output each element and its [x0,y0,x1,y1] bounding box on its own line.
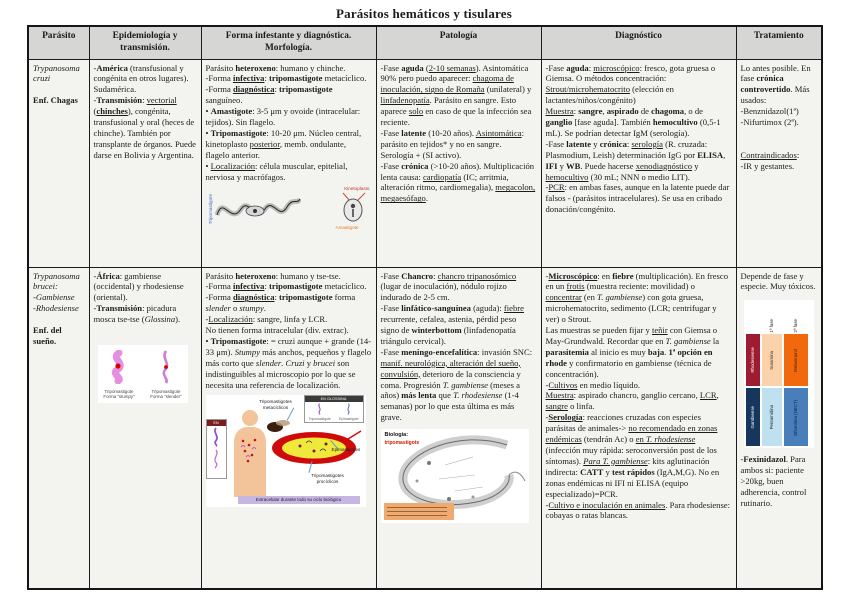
metaciclicos-label: Tripomastigotes metacíclicos [259,399,292,410]
tripomastigote-drawing [215,197,302,217]
cruzi-morphology-cell: Parásito heteroxeno: humano y chinche.-F… [200,58,377,268]
treatment-phase-chart: 1ª fase 2ª fase Rhodesiense Suramina Mel… [743,300,814,449]
gambiense-bar: Gambiense [745,388,760,447]
prociclicos-label: Tripomastigotes procíclicos [311,473,344,484]
slender-label: Tripomastigote Forma "slender" [150,388,182,400]
amastigote-figure-label: Amastigote [335,225,359,231]
col-header-diagnostico: Diagnóstico [540,25,737,60]
col-header-patologia: Patología [375,25,542,60]
stumpy-label: Tripomastigote Forma "stumpy" [103,388,135,400]
kinetoplasto-figure-label: Kinetoplasto [344,186,370,192]
cruzi-treatment-text: Lo antes posible. En fase crónica contro… [740,62,811,171]
tsetse-fly-drawing [266,420,290,433]
brucei-pathology-text: -Fase Chancro: chancro tripanosómico (lu… [380,270,533,423]
cycle-caption: Extracelular durante todo su ciclo bioló… [237,495,360,505]
glossina-epimastigote-label: Epimastigote [338,417,359,422]
blood-forms-box: EN SANGRE [205,419,227,480]
brucei-treatment-text-2: -Fexinidazol. Para ambos si: paciente >2… [740,454,807,508]
en-glossina-label: EN GLOSSINA [304,396,363,403]
parasites-table: Parásito Epidemiología y transmisión. Fo… [27,25,823,590]
cruzi-epidemiology-cell: -América (transfusional y congénita en o… [88,58,202,268]
brucei-epidemiology-cell: -África: gambiense (occidental) y rhodes… [88,266,202,590]
brucei-parasite-text: Trypanosoma brucei:-Gambiense-Rhodesiens… [33,270,80,346]
stumpy-drawing [111,349,124,385]
glossina-trypomastigote-label: Tripomastigote [308,417,331,422]
cruzi-morphology-figure: Tripomastigote Kinetoplasto [206,186,372,231]
tripomastigote-figure-label: Tripomastigote [207,193,213,224]
fly-gut-drawing [271,430,361,465]
anatomy-caption-box [383,503,454,521]
page-title: Parásitos hemáticos y tisulares [335,6,513,21]
slender-drawing [162,350,169,384]
brucei-pathology-cell: -Fase Chancro: chancro tripanosómico (lu… [375,266,542,590]
brucei-treatment-text: Depende de fase y especie. Muy tóxicos. [740,270,816,292]
suramina-bar: Suramina [761,334,782,387]
amastigote-drawing [342,192,365,222]
table-row-brucei: Trypanosoma brucei:-Gambiense-Rhodesiens… [27,266,823,590]
pentamidina-bar: Pentamidina [761,388,782,447]
brucei-treatment-cell: Depende de fase y especie. Muy tóxicos. … [735,266,823,590]
brucei-forms-figure: Tripomastigote Forma "stumpy" Tripomasti… [97,345,188,403]
brucei-diagnosis-text: -Microscópico: en fiebre (multiplicación… [545,270,731,521]
col-header-parasito: Parásito [27,25,90,60]
cruzi-pathology-cell: -Fase aguda (2-10 semanas). Asintomática… [375,58,542,268]
document-page: Parásitos hemáticos y tisulares Parásito… [0,6,848,605]
cruzi-pathology-text: -Fase aguda (2-10 semanas). Asintomática… [380,62,536,204]
blood-trypomastigote-drawing [214,427,218,448]
en-glossina-box: EN GLOSSINA Tripomastigote Epimastigote [303,395,364,424]
col-header-epidemiologia: Epidemiología y transmisión. [88,25,202,60]
epimastigotes-label: Epimastigotes [331,447,361,453]
anatomy-figure-subtitle: tripomastigote [384,440,420,447]
phase2-label: 2ª fase [792,318,798,333]
col-header-tratamiento: Tratamiento [735,25,823,60]
glossina-trypomastigote-drawing [318,403,321,416]
brucei-morphology-cell: Parásito heteroxeno: humano y tse-tse.-F… [200,266,377,590]
cruzi-diagnosis-text: -Fase aguda: microscópico: fresco, gota … [545,62,730,215]
blood-trypomastigote-drawing-2 [214,449,218,470]
eflornitina-bar: Eflornitina (NECT) [783,388,808,447]
brucei-diagnosis-cell: -Microscópico: en fiebre (multiplicación… [540,266,737,590]
phase1-label: 1ª fase [768,318,774,333]
glossina-epimastigote-drawing [347,403,350,416]
anatomy-figure-title: Biología: [384,432,409,439]
en-sangre-label: EN SANGRE [206,420,226,427]
cruzi-epidemiology-text: -América (transfusional y congénita en o… [93,62,196,160]
cruzi-morphology-text: Parásito heteroxeno: humano y chinche.-F… [205,62,367,182]
rhodesiense-bar: Rhodesiense [745,334,760,387]
brucei-parasite-cell: Trypanosoma brucei:-Gambiense-Rhodesiens… [27,266,90,590]
human-torso-drawing [233,410,266,498]
header-row: Parásito Epidemiología y transmisión. Fo… [27,25,823,60]
cruzi-treatment-cell: Lo antes posible. En fase crónica contro… [735,58,823,268]
brucei-lifecycle-figure: EN SANGRE [205,395,366,508]
brucei-anatomy-figure: Biología: tripomastigote [380,429,529,524]
col-header-morfologia: Forma infestante y diagnóstica. Morfolog… [200,25,377,60]
trypomastigote-anatomy-drawing [398,435,525,510]
brucei-epidemiology-text: -África: gambiense (occidental) y rhodes… [93,270,184,325]
melarsoprol-bar: Melarsoprol [783,334,808,387]
brucei-morphology-text: Parásito heteroxeno: humano y tse-tse.-F… [205,270,372,390]
cruzi-diagnosis-cell: -Fase aguda: microscópico: fresco, gota … [540,58,737,268]
